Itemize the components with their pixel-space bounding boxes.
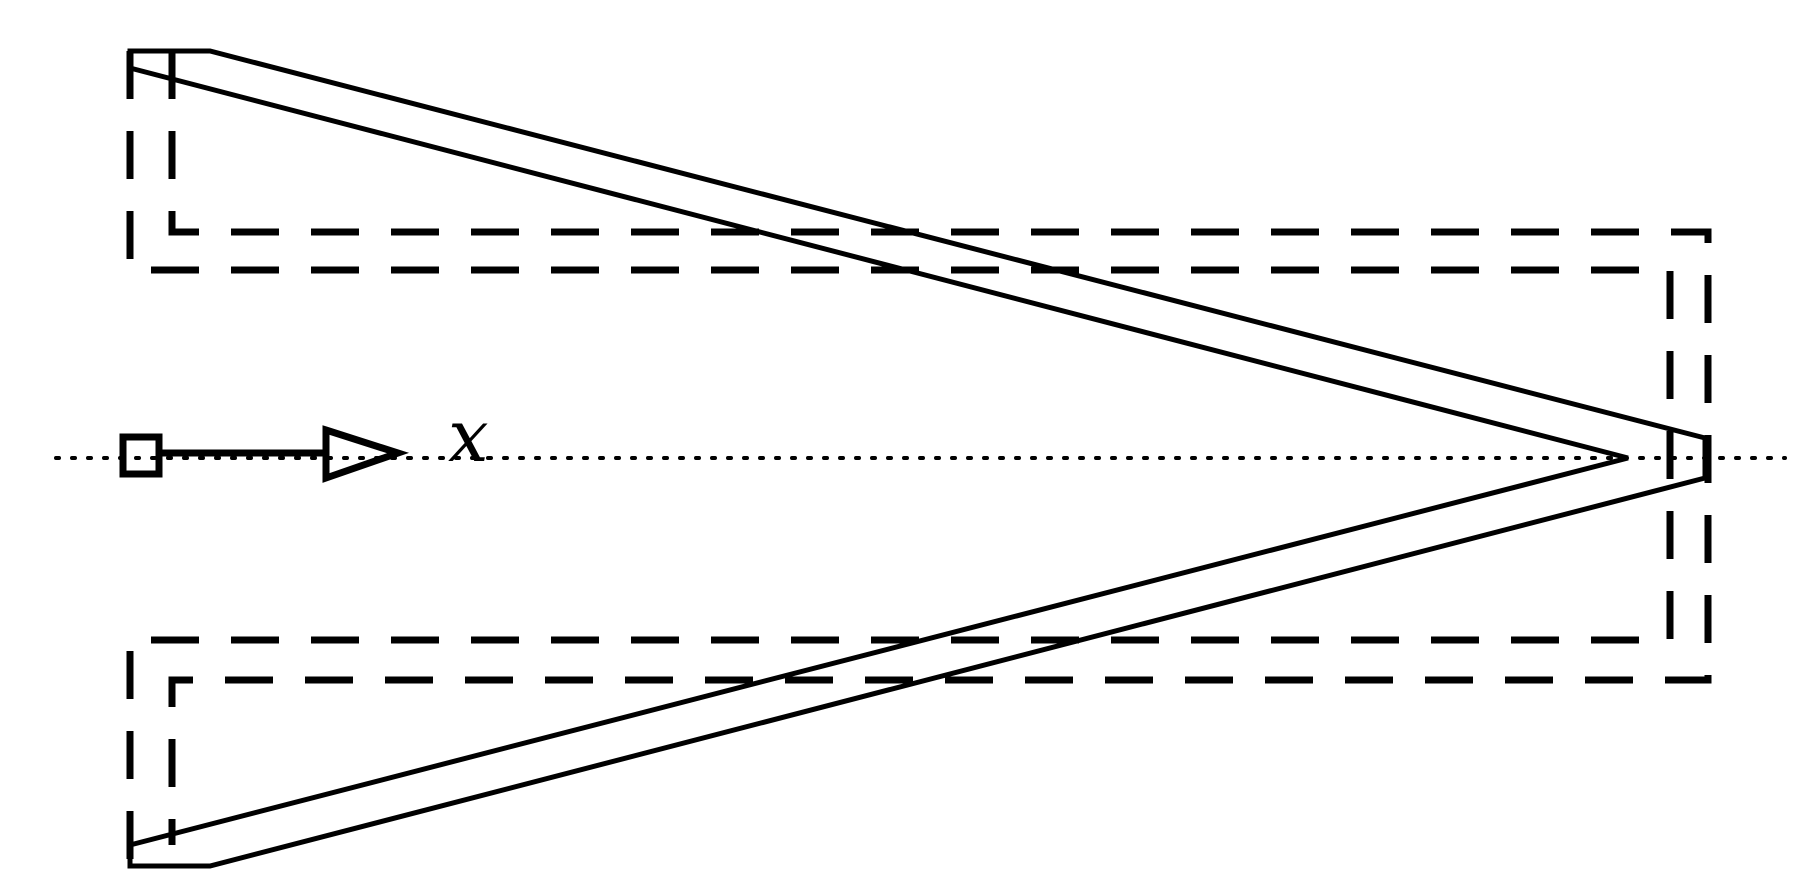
wedge-lower-arm-inner-edge (129, 455, 1629, 848)
dashed-boundary-outer (126, 51, 1674, 866)
dashed-boundary-inner (168, 51, 1712, 845)
axis-label-x: x (448, 394, 489, 478)
wedge-upper-arm (127, 48, 1706, 441)
direction-arrow-head (322, 425, 410, 483)
wedge-upper-arm-inner-edge (129, 65, 1629, 461)
origin-square (119, 433, 163, 478)
wedge-lower-arm (127, 475, 1706, 869)
